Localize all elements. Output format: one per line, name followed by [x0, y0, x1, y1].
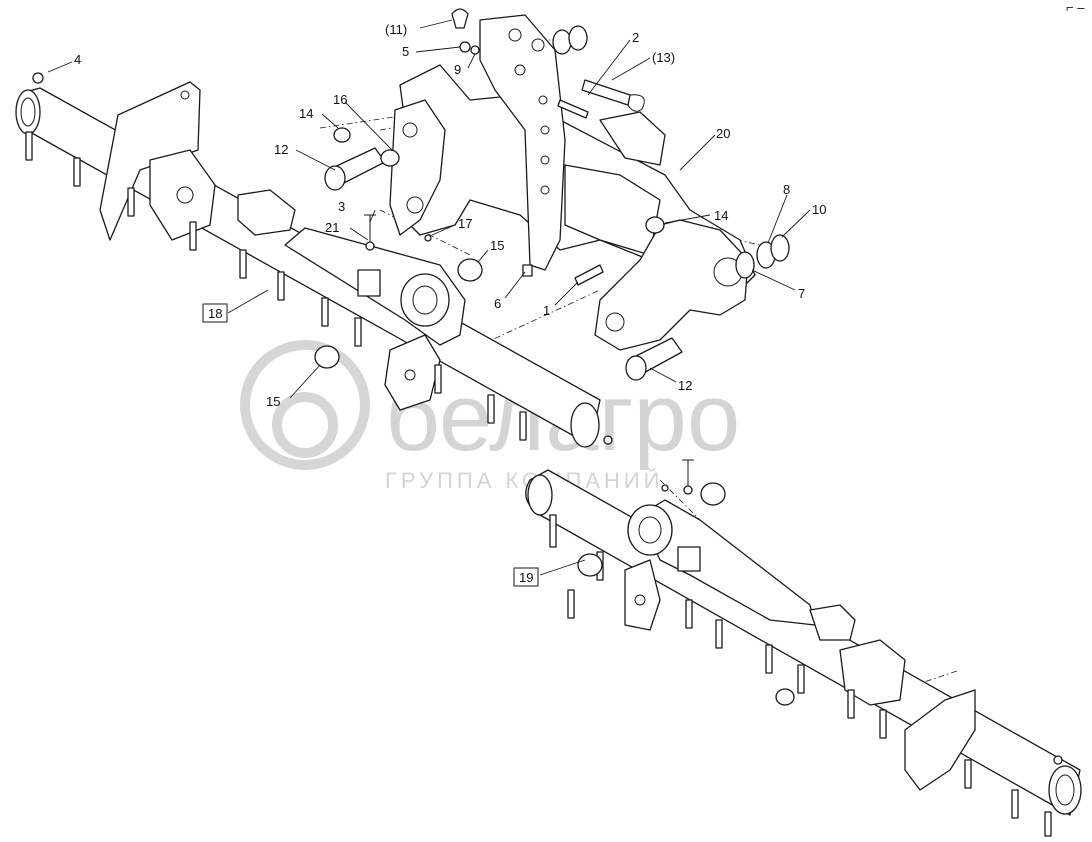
left-beam-assembly: [15, 81, 613, 448]
right-beam-pivot-boss: [627, 504, 673, 556]
callout-3: 3: [338, 199, 345, 214]
bushing-14-left: [333, 127, 351, 143]
callout-15-upper: 15: [490, 238, 504, 253]
bolt-1: [574, 264, 604, 286]
callout-9: 9: [454, 62, 461, 77]
callout-5: 5: [402, 44, 409, 59]
bushing-16: [380, 149, 400, 167]
washer-9: [470, 45, 480, 55]
bushing-15-right-c: [775, 688, 795, 706]
pin-13: [581, 79, 631, 106]
left-beam-block: [357, 269, 381, 297]
left-beam-end-cap: [15, 89, 41, 135]
callout-16: 16: [333, 92, 347, 107]
bolt-6-nut: [522, 264, 533, 277]
callout-19-box: 19: [513, 567, 539, 587]
corner-mark: ⌐ ‒: [1066, 0, 1085, 15]
callout-11: (11): [385, 22, 407, 37]
left-beam-bracket: [237, 189, 296, 236]
callout-2: 2: [632, 30, 639, 45]
callout-21: 21: [325, 220, 339, 235]
callout-6: 6: [494, 296, 501, 311]
right-beam-end-cap: [1048, 765, 1082, 815]
svg-text:19: 19: [519, 570, 533, 585]
right-beam-near-end: [527, 474, 553, 516]
right-beam-plate-c: [904, 689, 976, 791]
callout-4: 4: [74, 52, 81, 67]
left-beam-pivot-boss: [400, 273, 450, 327]
small-parts: [32, 8, 795, 706]
bushing-15-right-a: [700, 482, 726, 506]
watermark-logo-ring: [240, 340, 370, 470]
callout-13: (13): [652, 50, 675, 65]
callouts: 4 (11) 5 9 2 (13) 16 14 12 20 14 8 10 7 …: [74, 0, 1085, 587]
right-beam-studs: [549, 514, 1052, 837]
ring-7: [735, 251, 755, 279]
callout-12-upper: 12: [274, 142, 288, 157]
right-beam-bracket: [809, 604, 856, 641]
left-beam-far-end: [570, 402, 600, 448]
callout-15-lower: 15: [266, 394, 280, 409]
right-beam-plate-b: [839, 639, 906, 706]
callout-14-right: 14: [714, 208, 728, 223]
right-beam-plate-a: [624, 559, 661, 631]
bolt-2: [557, 99, 589, 119]
ring-top-a: [552, 29, 572, 55]
cap-4: [32, 72, 44, 84]
left-beam-studs: [25, 131, 527, 441]
callout-17: 17: [458, 216, 472, 231]
right-beam-block: [677, 546, 701, 572]
bushing-15-upper: [457, 258, 483, 282]
callout-8: 8: [783, 182, 790, 197]
bushing-15-right-b: [577, 553, 603, 577]
right-beam-tube: [525, 469, 1081, 816]
svg-text:18: 18: [208, 306, 222, 321]
left-beam-plate-b: [149, 149, 216, 241]
center-frame-tower: [479, 14, 566, 271]
callout-7: 7: [798, 286, 805, 301]
right-beam-assembly: [525, 459, 1082, 837]
watermark-tagline: ГРУППА КОМПАНИЙ: [385, 468, 664, 493]
nut-5: [459, 41, 471, 53]
callout-18-box: 18: [202, 303, 228, 323]
ring-top-b: [568, 25, 588, 51]
leader-lines: [47, 19, 811, 576]
watermark-logo-inner: [272, 392, 338, 458]
callout-14-left: 14: [299, 106, 313, 121]
fitting-17: [424, 234, 432, 242]
linchpin-11: [451, 8, 469, 29]
center-frame-top-hook: [599, 111, 666, 166]
callout-12-lower: 12: [678, 378, 692, 393]
bushing-15-left: [314, 345, 340, 369]
callout-1: 1: [543, 303, 550, 318]
callout-20: 20: [716, 126, 730, 141]
callout-10: 10: [812, 202, 826, 217]
ring-10: [770, 234, 790, 262]
bushing-14-right: [645, 216, 665, 234]
